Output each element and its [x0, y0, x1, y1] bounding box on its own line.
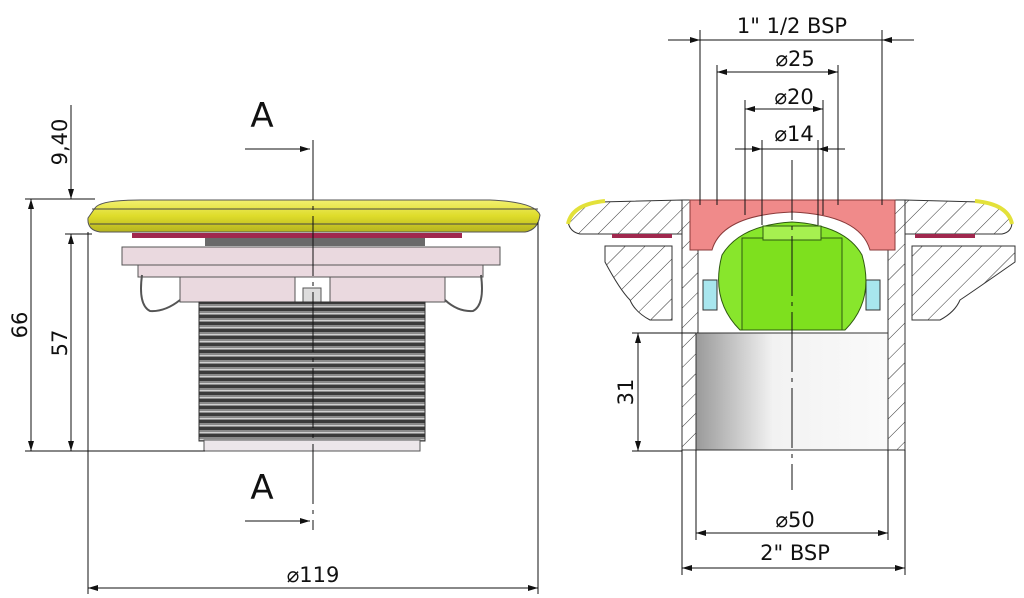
clamping-clips — [137, 264, 484, 313]
seal-left — [702, 279, 718, 311]
right-view-section: 1" 1/2 BSP ⌀25 ⌀20 ⌀14 31 — [566, 14, 1016, 575]
ring-section-left — [604, 245, 673, 321]
dim-bottom-thread-label: 2" BSP — [760, 541, 830, 565]
gasket-left — [612, 234, 672, 238]
seal-right — [865, 279, 881, 311]
dim-9-40-label: 9,40 — [48, 119, 72, 166]
body-wall-right — [887, 199, 906, 451]
dim-d119: ⌀119 — [87, 222, 539, 594]
dim-d119-label: ⌀119 — [287, 563, 340, 587]
ring-section-right — [911, 245, 1016, 321]
thread-base — [203, 439, 421, 452]
dim-57-label: 57 — [48, 330, 72, 357]
dim-66: 66 — [8, 198, 205, 452]
dim-d20-label: ⌀20 — [774, 85, 813, 109]
flange-yellow — [87, 199, 541, 233]
flange-edge-left — [566, 199, 606, 225]
dim-d25: ⌀25 — [716, 47, 839, 205]
flange-edge-right — [974, 199, 1014, 225]
section-label-bottom: A — [250, 468, 273, 508]
dim-31-label: 31 — [614, 379, 638, 406]
dim-66-label: 66 — [8, 312, 32, 339]
dim-d20: ⌀20 — [744, 85, 824, 215]
gasket — [132, 233, 462, 238]
dim-top-thread-label: 1" 1/2 BSP — [737, 14, 847, 38]
gasket-right — [915, 234, 975, 238]
dim-31: 31 — [614, 332, 696, 452]
dim-bottom-thread: 2" BSP — [681, 450, 906, 575]
dim-d50: ⌀50 — [695, 450, 889, 540]
dim-top-thread: 1" 1/2 BSP — [668, 14, 914, 205]
left-view: A A 66 57 9,40 ⌀119 — [8, 96, 541, 594]
clamping-ring — [121, 246, 501, 266]
dim-9-40: 9,40 — [48, 105, 74, 199]
dim-57: 57 — [48, 233, 92, 451]
dim-d14-label: ⌀14 — [774, 122, 813, 146]
gasket-thread-top — [205, 238, 425, 246]
dim-d50-label: ⌀50 — [775, 508, 814, 532]
dim-d25-label: ⌀25 — [775, 47, 814, 71]
section-label-top: A — [250, 96, 273, 136]
dim-d14: ⌀14 — [735, 122, 845, 225]
outer-thread — [198, 301, 426, 442]
